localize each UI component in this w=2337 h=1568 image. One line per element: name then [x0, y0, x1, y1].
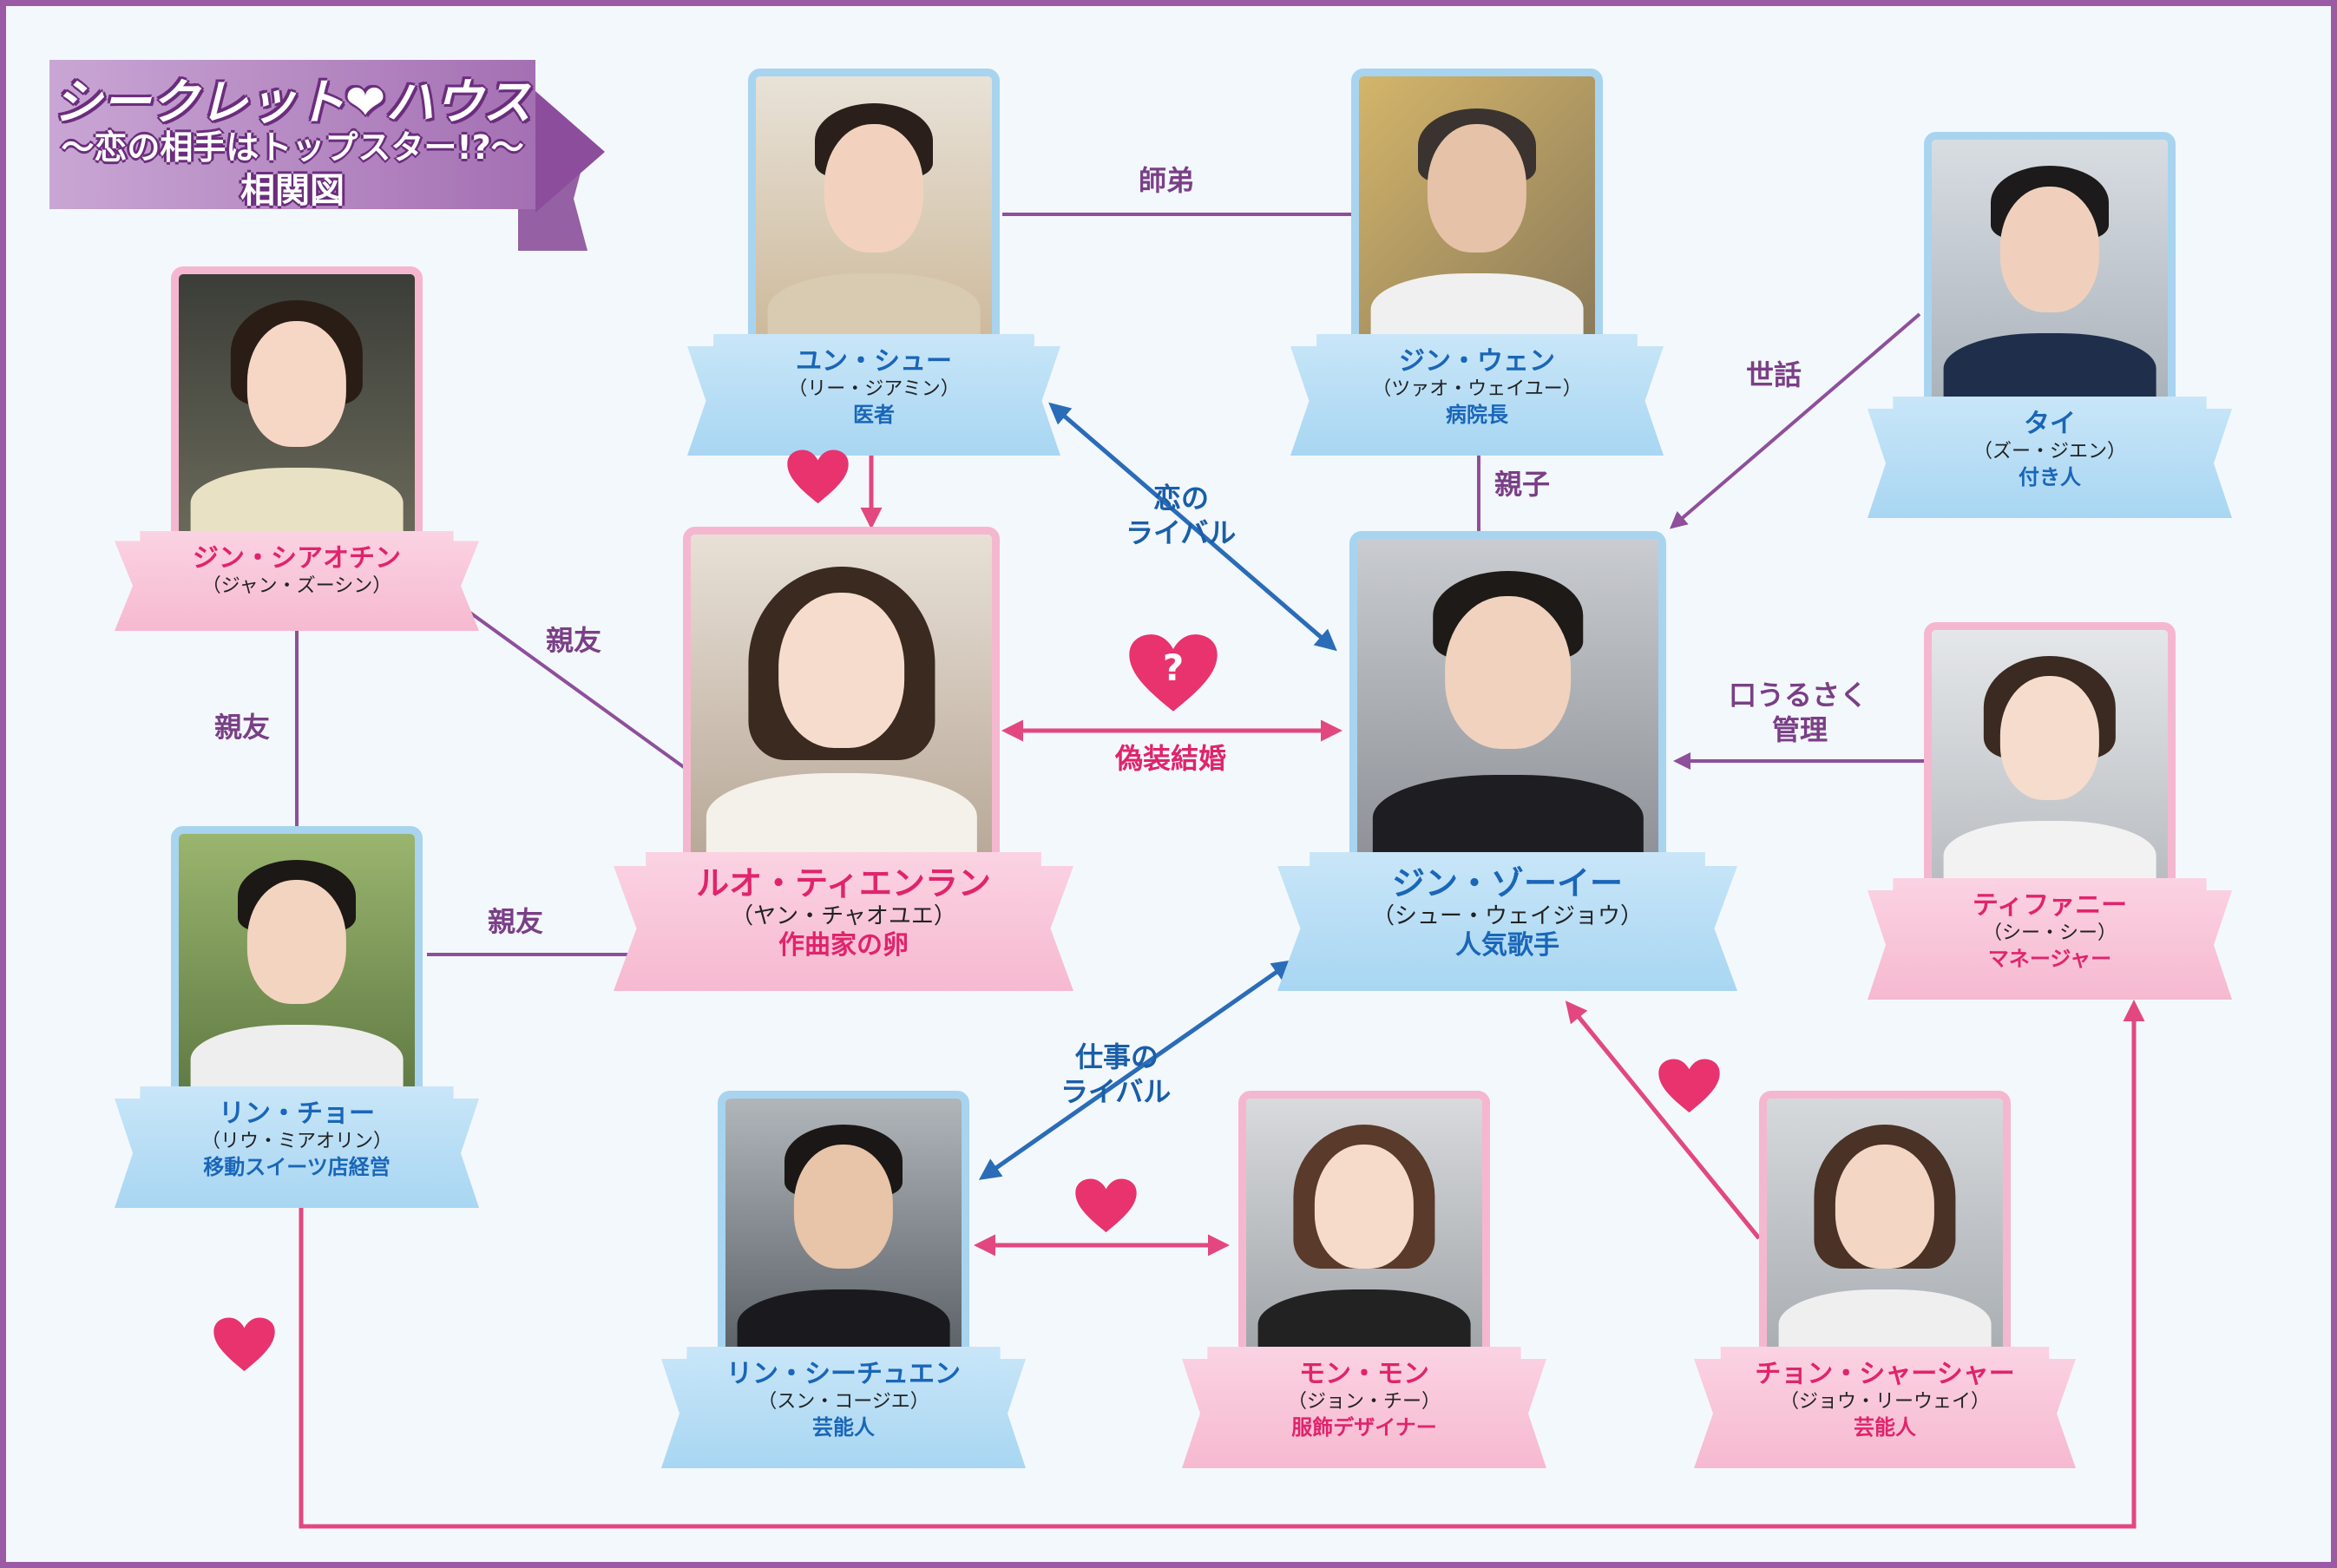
title-banner-bg [49, 60, 535, 209]
label-kuchi-1: 口うるさく [1729, 679, 1868, 712]
title-main: シークレット❤ハウス [53, 75, 532, 131]
actor-luo: （ヤン・チャオユエ） [731, 903, 956, 929]
name-luo: ルオ・ティエンラン [696, 864, 991, 902]
role-luo: 作曲家の卵 [778, 930, 909, 961]
label-shigoto-1: 仕事の [1075, 1040, 1159, 1073]
ribbon-xiaoqin: ジン・シアオチン （ジャン・ズーシン） [115, 531, 479, 631]
actor-chon: （ジョウ・リーウェイ） [1779, 1391, 1990, 1413]
label-oyako: 親子 [1494, 468, 1551, 501]
role-tiffany: マネージャー [1987, 947, 2112, 971]
name-tai: タイ [2024, 409, 2076, 439]
line-lin-tiffany [299, 1000, 2145, 1529]
role-tai: 付き人 [2019, 465, 2081, 489]
title-banner-fold [535, 91, 605, 213]
ribbon-chon: チョン・シャーシャー （ジョウ・リーウェイ） 芸能人 [1694, 1347, 2076, 1468]
title-banner: シークレット❤ハウス ～恋の相手はトップスター!?～ 相関図 [49, 60, 605, 251]
label-shitei: 師弟 [1139, 164, 1195, 197]
label-koi-rival-2: ライバル [1126, 516, 1237, 549]
photo-yun [748, 69, 1000, 351]
ribbon-tiffany: ティファニー （シー・シー） マネージャー [1868, 878, 2232, 1000]
name-linxi: リン・シーチュエン [726, 1359, 961, 1389]
name-mon: モン・モン [1299, 1359, 1429, 1389]
role-lin: 移動スイーツ店経営 [203, 1155, 391, 1179]
role-chon: 芸能人 [1854, 1415, 1916, 1440]
heart-question-mark: ? [1163, 646, 1185, 689]
actor-tai: （ズー・ジエン） [1973, 441, 2126, 463]
ribbon-mon: モン・モン （ジョン・チー） 服飾デザイナー [1182, 1347, 1546, 1468]
photo-zeyi [1349, 531, 1666, 865]
role-zeyi: 人気歌手 [1455, 930, 1559, 961]
title-sub: ～恋の相手はトップスター!?～ [61, 128, 524, 167]
heart-question-icon: ? [1129, 634, 1218, 712]
heart-lin-icon [213, 1317, 275, 1372]
photo-lin [171, 826, 423, 1099]
heart-chon-icon [1658, 1059, 1720, 1113]
photo-chon [1759, 1091, 2011, 1364]
actor-xiaoqin: （ジャン・ズーシン） [201, 575, 392, 597]
actor-yun: （リー・ジアミン） [788, 378, 960, 400]
actor-mon: （ジョン・チー） [1287, 1391, 1441, 1413]
photo-mon [1238, 1091, 1490, 1364]
actor-tiffany: （シー・シー） [1982, 922, 2117, 944]
name-zeyi: ジン・ゾーイー [1391, 864, 1623, 902]
actor-zeyi: （シュー・ウェイジョウ） [1371, 903, 1643, 929]
relation-lines [295, 213, 2145, 1529]
role-yun: 医者 [853, 403, 895, 427]
label-shinyu-1: 親友 [546, 624, 602, 657]
ribbon-luo: ルオ・ティエンラン （ヤン・チャオユエ） 作曲家の卵 [614, 852, 1073, 991]
line-shinyu-1 [460, 605, 689, 771]
name-xiaoqin: ジン・シアオチン [193, 543, 401, 574]
actor-wen: （ツァオ・ウェイユー） [1372, 378, 1582, 400]
role-linxi: 芸能人 [812, 1415, 875, 1440]
role-wen: 病院長 [1446, 403, 1508, 427]
line-shigoto-rival [978, 960, 1295, 1180]
photo-xiaoqin [171, 266, 423, 544]
label-shigoto-2: ライバル [1060, 1075, 1172, 1108]
label-shinyu-2: 親友 [214, 711, 271, 744]
name-chon: チョン・シャーシャー [1755, 1359, 2015, 1389]
ribbon-yun: ユン・シュー （リー・ジアミン） 医者 [687, 334, 1060, 456]
label-kuchi-2: 管理 [1772, 713, 1828, 746]
label-shinyu-3: 親友 [488, 905, 544, 938]
heart-linxi-mon-icon [1075, 1178, 1137, 1233]
ribbon-tai: タイ （ズー・ジエン） 付き人 [1868, 397, 2232, 518]
photo-wen [1351, 69, 1603, 351]
line-chon-love [1565, 1001, 1761, 1240]
actor-linxi: （スン・コージエ） [758, 1391, 929, 1413]
ribbon-zeyi: ジン・ゾーイー （シュー・ウェイジョウ） 人気歌手 [1277, 852, 1737, 991]
title-correlation: 相関図 [240, 171, 345, 211]
name-yun: ユン・シュー [796, 346, 952, 377]
role-mon: 服飾デザイナー [1291, 1415, 1437, 1440]
line-sewa [1669, 312, 1921, 529]
name-wen: ジン・ウェン [1399, 346, 1555, 377]
ribbon-linxi: リン・シーチュエン （スン・コージエ） 芸能人 [661, 1347, 1026, 1468]
ribbon-lin: リン・チョー （リウ・ミアオリン） 移動スイーツ店経営 [115, 1086, 479, 1208]
name-tiffany: ティファニー [1972, 890, 2128, 921]
ribbon-wen: ジン・ウェン （ツァオ・ウェイユー） 病院長 [1290, 334, 1664, 456]
label-koi-rival-1: 恋の [1153, 482, 1210, 515]
label-gisou: 偽装結婚 [1115, 742, 1227, 775]
photo-tai [1924, 132, 2176, 410]
photo-tiffany [1924, 622, 2176, 896]
name-lin: リン・チョー [219, 1099, 375, 1129]
line-koi-rival [1048, 402, 1337, 652]
label-sewa: 世話 [1746, 358, 1802, 391]
actor-lin: （リウ・ミアオリン） [200, 1131, 392, 1152]
photo-linxi [718, 1091, 969, 1364]
heart-yun-icon [787, 449, 849, 504]
photo-luo [683, 527, 1000, 865]
